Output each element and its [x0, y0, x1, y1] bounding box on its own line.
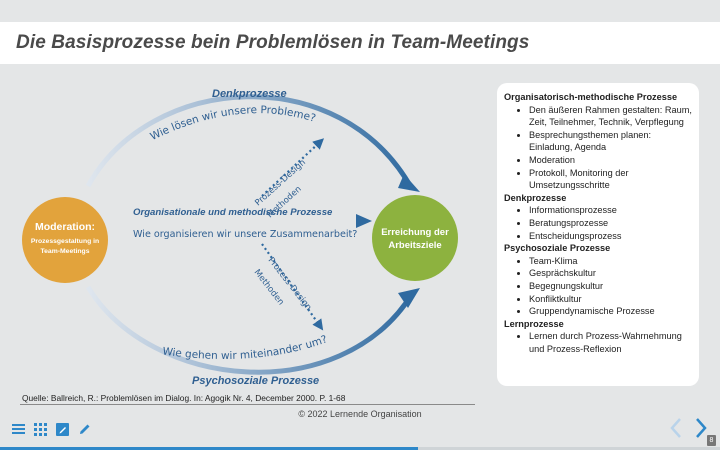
process-diagram-svg: Moderation: Prozessgestaltung in Team-Me…	[22, 88, 458, 387]
next-slide-button[interactable]	[692, 416, 710, 440]
chevron-right-icon	[696, 418, 707, 438]
side-section-heading: Denkprozesse	[504, 192, 567, 203]
moderation-title: Moderation:	[35, 221, 95, 233]
side-list-item: Moderation	[529, 154, 693, 167]
grid-icon[interactable]	[34, 422, 47, 436]
side-list-item: Entscheidungsprozess	[529, 230, 693, 243]
chevron-left-icon	[670, 418, 681, 438]
page-number-badge: 8	[707, 435, 716, 446]
pencil-icon[interactable]	[78, 423, 91, 436]
bottom-arc	[85, 285, 415, 375]
side-list-item: Informationsprozesse	[529, 204, 693, 217]
previous-slide-button[interactable]	[667, 416, 685, 440]
side-list-item: Begegnungskultur	[529, 280, 693, 293]
bottom-question: Wie gehen wir miteinander um?	[162, 333, 329, 362]
side-section-list: Team-KlimaGesprächskulturBegegnungskultu…	[504, 255, 693, 318]
middle-label: Organisationale und methodische Prozesse	[133, 207, 333, 218]
slide-title: Die Basisprozesse bein Problemlösen in T…	[16, 32, 530, 53]
process-diagram: Moderation: Prozessgestaltung in Team-Me…	[0, 64, 490, 394]
lower-dotted-arrow	[261, 243, 324, 331]
top-arc	[85, 94, 415, 191]
moderation-line1: Prozessgestaltung in	[31, 238, 99, 245]
side-list-item: Den äußeren Rahmen gestalten: Raum, Zeit…	[529, 104, 693, 129]
upper-dotted-arrow	[261, 138, 325, 197]
side-list-item: Konfliktkultur	[529, 293, 693, 306]
top-bar	[0, 0, 720, 22]
side-list-item: Lernen durch Prozess-Wahrnehmung und Pro…	[529, 330, 693, 355]
side-section-list: InformationsprozesseBeratungsprozesseEnt…	[504, 204, 693, 242]
side-section-heading: Lernprozesse	[504, 318, 564, 329]
goals-circle	[372, 195, 458, 281]
title-bar: Die Basisprozesse bein Problemlösen in T…	[0, 22, 720, 64]
side-section-list: Den äußeren Rahmen gestalten: Raum, Zeit…	[504, 104, 693, 192]
source-citation: Quelle: Ballreich, R.: Problemlösen im D…	[22, 393, 346, 403]
middle-question: Wie organisieren wir unsere Zusammenarbe…	[133, 229, 357, 240]
side-panel: Organisatorisch-methodische ProzesseDen …	[497, 83, 699, 386]
edit-box-icon[interactable]	[56, 422, 69, 436]
side-list-item: Besprechungsthemen planen: Einladung, Ag…	[529, 129, 693, 154]
goals-line2: Arbeitsziele	[388, 240, 441, 251]
psychosoziale-label: Psychosoziale Prozesse	[192, 375, 319, 387]
side-list-item: Gruppendynamische Prozesse	[529, 305, 693, 318]
denkprozesse-label: Denkprozesse	[212, 88, 287, 100]
menu-icon[interactable]	[12, 423, 25, 436]
goals-line1: Erreichung der	[381, 227, 449, 238]
side-list-item: Protokoll, Monitoring der Umsetzungsschr…	[529, 167, 693, 192]
side-section-heading: Organisatorisch-methodische Prozesse	[504, 92, 678, 102]
bottom-toolbar	[12, 421, 91, 437]
side-section-list: Lernen durch Prozess-Wahrnehmung und Pro…	[504, 330, 693, 355]
side-section-heading: Psychosoziale Prozesse	[504, 243, 611, 254]
bottom-question-text: Wie gehen wir miteinander um?	[162, 333, 329, 362]
progress-bar-fill	[0, 447, 418, 450]
progress-bar	[0, 447, 720, 450]
source-divider	[20, 404, 475, 405]
side-list-item: Beratungsprozesse	[529, 217, 693, 230]
middle-arrowhead	[356, 214, 372, 228]
moderation-line2: Team-Meetings	[41, 248, 90, 255]
copyright-text: © 2022 Lernende Organisation	[298, 409, 422, 419]
bottom-arc-arrowhead	[398, 288, 420, 308]
moderation-circle	[22, 197, 108, 283]
top-arc-arrowhead	[398, 174, 420, 192]
side-list-item: Gesprächskultur	[529, 267, 693, 280]
side-list-item: Team-Klima	[529, 255, 693, 268]
